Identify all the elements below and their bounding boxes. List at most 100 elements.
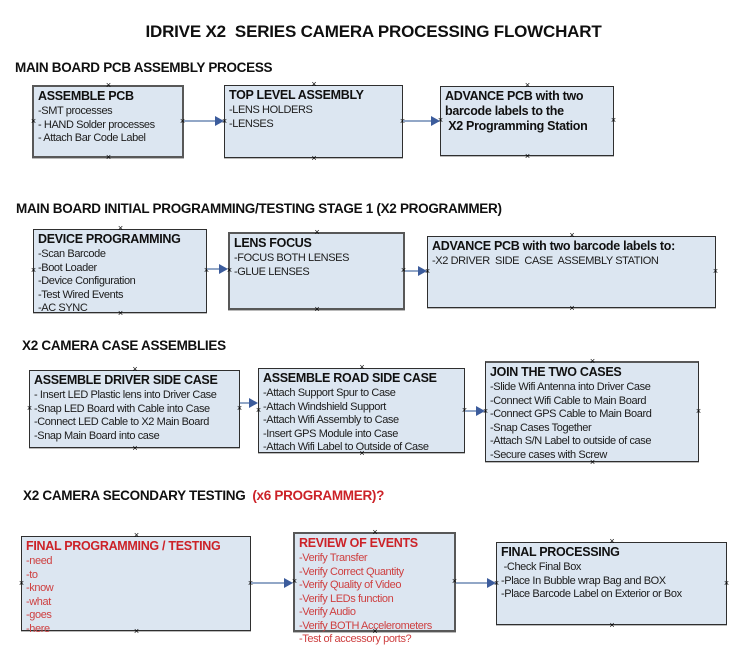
bottom-connection-handle[interactable]: ×: [314, 304, 320, 314]
bottom-connection-handle[interactable]: ×: [132, 443, 138, 453]
flow-box-title: FINAL PROCESSING: [501, 545, 620, 559]
flow-connector-arrow[interactable]: [207, 264, 228, 275]
flow-connector-arrow[interactable]: [403, 116, 440, 127]
flow-box-item: -Attach Support Spur to Case: [263, 387, 396, 399]
flow-box-item: -Scan Barcode: [38, 248, 106, 260]
bottom-connection-handle[interactable]: ×: [589, 457, 596, 467]
flow-box-item: -Snap LED Board with Cable into Case: [34, 402, 210, 415]
top-connection-handle[interactable]: ×: [524, 80, 531, 90]
top-connection-handle[interactable]: ×: [569, 230, 575, 240]
bottom-connection-handle[interactable]: ×: [609, 620, 615, 630]
flow-box-item: -Verify BOTH Accelerometers: [299, 619, 432, 632]
flow-box-item: -Place Barcode Label on Exterior or Box: [501, 588, 682, 600]
bottom-connection-handle[interactable]: ×: [311, 153, 317, 163]
right-connection-handle[interactable]: ×: [460, 405, 469, 415]
flow-box-item: -Connect GPS Cable to Main Board: [490, 408, 652, 420]
flow-box-advance-pcb-driver-side[interactable]: ADVANCE PCB with two barcode labels to:-…: [425, 231, 718, 313]
flow-box-final-processing[interactable]: FINAL PROCESSING -Check Final Box-Place …: [494, 537, 729, 630]
flow-box-item: -Connect Wifi Cable to Main Board: [490, 394, 647, 407]
flow-box-top-level-assembly[interactable]: TOP LEVEL ASSEMBLY-LENS HOLDERS-LENSES××…: [222, 80, 405, 163]
flow-box-assemble-pcb[interactable]: ASSEMBLE PCB-SMT processes- HAND Solder …: [30, 81, 186, 162]
flow-box-title: DEVICE PROGRAMMING: [38, 232, 181, 246]
arrow-line: [405, 270, 420, 272]
arrow-head-icon: [487, 578, 496, 588]
flow-box-item: -GLUE LENSES: [234, 265, 310, 278]
flow-box-item: -Test of accessory ports?: [299, 633, 412, 645]
flow-connector-arrow[interactable]: [465, 406, 485, 417]
left-connection-handle[interactable]: ×: [30, 115, 37, 126]
right-connection-handle[interactable]: ×: [610, 115, 617, 125]
flow-box-review-of-events[interactable]: REVIEW OF EVENTS-Verify Transfer-Verify …: [291, 528, 458, 646]
right-connection-handle[interactable]: ×: [179, 115, 186, 126]
flow-connector-arrow[interactable]: [405, 266, 427, 277]
left-connection-handle[interactable]: ×: [26, 403, 33, 413]
flow-box-item: -LENSES: [229, 117, 274, 130]
right-connection-handle[interactable]: ×: [246, 578, 255, 588]
right-connection-handle[interactable]: ×: [712, 266, 719, 276]
flow-box-item: -Verify Correct Quantity: [299, 565, 404, 578]
section-heading-3: X2 CAMERA CASE ASSEMBLIES: [22, 338, 226, 353]
flow-box-item: -Verify Transfer: [299, 552, 368, 564]
left-connection-handle[interactable]: ×: [291, 576, 298, 586]
left-connection-handle[interactable]: ×: [18, 577, 25, 588]
flow-box-item: -Secure cases with Screw: [490, 448, 607, 461]
flow-box-item: -Verify Audio: [299, 606, 356, 618]
top-connection-handle[interactable]: ×: [314, 227, 320, 237]
flow-connector-arrow[interactable]: [251, 578, 293, 589]
top-connection-handle[interactable]: ×: [609, 536, 615, 546]
right-connection-handle[interactable]: ×: [695, 406, 702, 416]
left-connection-handle[interactable]: ×: [482, 406, 489, 416]
right-connection-handle[interactable]: ×: [236, 403, 243, 413]
flow-box-item: -Verify Quality of Video: [299, 579, 402, 591]
top-connection-handle[interactable]: ×: [372, 527, 378, 537]
bottom-connection-handle[interactable]: ×: [359, 448, 365, 458]
right-connection-handle[interactable]: ×: [723, 577, 730, 588]
flow-box-join-the-two-cases[interactable]: JOIN THE TWO CASES-Slide Wifi Antenna in…: [483, 357, 701, 467]
arrow-line: [184, 120, 217, 122]
flow-connector-arrow[interactable]: [240, 398, 258, 409]
flow-box-title: LENS FOCUS: [234, 236, 312, 250]
top-connection-handle[interactable]: ×: [117, 223, 124, 233]
right-connection-handle[interactable]: ×: [400, 265, 407, 275]
left-connection-handle[interactable]: ×: [493, 577, 500, 588]
bottom-connection-handle[interactable]: ×: [117, 308, 124, 318]
top-connection-handle[interactable]: ×: [105, 80, 112, 90]
flow-box-item: -SMT processes: [38, 105, 113, 117]
arrow-line: [207, 268, 221, 270]
flow-box-item: -Insert GPS Module into Case: [263, 427, 398, 440]
flow-connector-arrow[interactable]: [184, 116, 224, 127]
left-connection-handle[interactable]: ×: [424, 266, 431, 276]
flow-box-title: ASSEMBLE ROAD SIDE CASE: [263, 371, 437, 385]
right-connection-handle[interactable]: ×: [398, 116, 407, 126]
flow-box-assemble-road-side-case[interactable]: ASSEMBLE ROAD SIDE CASE -Attach Support S…: [256, 363, 467, 458]
flow-box-item: -Attach Windshield Support: [263, 400, 386, 413]
flow-box-advance-pcb-programming-station[interactable]: ADVANCE PCB with two barcode labels to t…: [438, 81, 616, 161]
bottom-connection-handle[interactable]: ×: [133, 626, 140, 636]
flow-connector-arrow[interactable]: [456, 578, 496, 589]
arrow-head-icon: [249, 398, 258, 408]
right-connection-handle[interactable]: ×: [203, 265, 210, 275]
left-connection-handle[interactable]: ×: [221, 115, 228, 126]
arrow-head-icon: [418, 266, 427, 276]
flow-box-title: TOP LEVEL ASSEMBLY: [229, 88, 364, 102]
left-connection-handle[interactable]: ×: [226, 265, 233, 275]
flow-box-item: -Connect LED Cable to X2 Main Board: [34, 416, 209, 428]
top-connection-handle[interactable]: ×: [589, 356, 596, 366]
left-connection-handle[interactable]: ×: [30, 265, 37, 275]
right-connection-handle[interactable]: ×: [451, 576, 458, 586]
bottom-connection-handle[interactable]: ×: [105, 152, 112, 162]
flow-box-lens-focus[interactable]: LENS FOCUS-FOCUS BOTH LENSES-GLUE LENSES…: [226, 228, 407, 314]
flow-box-assemble-driver-side-case[interactable]: ASSEMBLE DRIVER SIDE CASE- Insert LED Pl…: [27, 365, 242, 453]
flow-box-final-programming-testing[interactable]: FINAL PROGRAMMING / TESTING-need-to-know…: [19, 531, 253, 636]
top-connection-handle[interactable]: ×: [133, 530, 140, 540]
bottom-connection-handle[interactable]: ×: [524, 151, 531, 161]
left-connection-handle[interactable]: ×: [255, 404, 262, 415]
flow-box-item: -Device Configuration: [38, 275, 136, 287]
top-connection-handle[interactable]: ×: [132, 364, 138, 374]
top-connection-handle[interactable]: ×: [311, 79, 317, 89]
bottom-connection-handle[interactable]: ×: [372, 626, 378, 636]
bottom-connection-handle[interactable]: ×: [569, 303, 575, 313]
flow-box-device-programming[interactable]: DEVICE PROGRAMMING-Scan Barcode-Boot Loa…: [31, 224, 209, 318]
top-connection-handle[interactable]: ×: [359, 362, 365, 372]
left-connection-handle[interactable]: ×: [437, 115, 444, 125]
